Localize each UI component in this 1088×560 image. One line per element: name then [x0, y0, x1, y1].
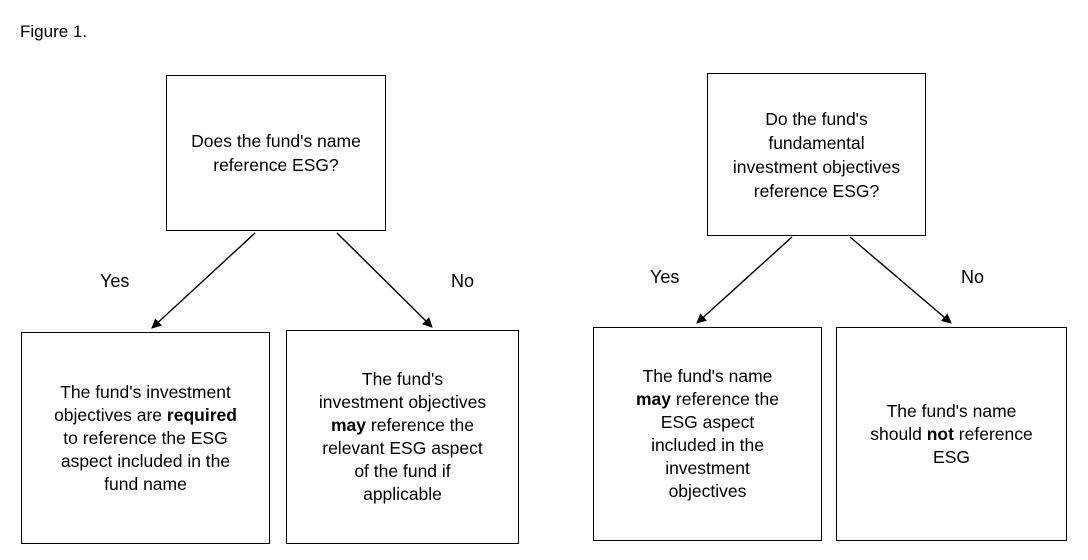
left-no-outcome-box: The fund's investment objectives may ref… [286, 330, 519, 544]
right-yes-outcome-text: The fund's name may reference the ESG as… [620, 365, 796, 503]
outcome-text-part: reference ESG [933, 423, 1033, 467]
left-yes-outcome-box: The fund's investment objectives are req… [21, 332, 270, 544]
left-yes-arrow [151, 232, 256, 329]
right-yes-outcome-box: The fund's name may reference the ESG as… [593, 327, 822, 541]
right-question-box: Do the fund's fundamental investment obj… [707, 73, 926, 236]
figure-label: Figure 1. [20, 22, 88, 41]
left-question-box: Does the fund's name reference ESG? [166, 75, 386, 231]
outcome-text-part: The fund's investment objectives are [54, 381, 231, 425]
outcome-emphasis: required [166, 404, 237, 425]
left-no-outcome-text: The fund's investment objectives may ref… [311, 368, 495, 506]
outcome-text-part: The fund's investment objectives [318, 369, 487, 412]
right-yes-arrow [696, 236, 793, 324]
left-no-arrow [336, 232, 433, 328]
outcome-text-part: to reference the ESG aspect included in … [60, 427, 231, 494]
outcome-emphasis: may [635, 389, 672, 409]
left-yes-label: Yes [100, 271, 130, 291]
right-question-text: Do the fund's fundamental investment obj… [732, 108, 901, 201]
outcome-text-part: reference the relevant ESG aspect of the… [322, 415, 483, 504]
left-question-text: Does the fund's name reference ESG? [191, 131, 361, 175]
left-no-label: No [451, 271, 475, 291]
outcome-emphasis: may [330, 415, 367, 435]
right-yes-label: Yes [650, 267, 680, 287]
outcome-emphasis: not [926, 423, 954, 444]
outcome-text-part: The fund's name [642, 366, 773, 386]
right-no-outcome-text: The fund's name should not reference ESG [860, 400, 1044, 469]
outcome-text-part: reference the ESG aspect included in the… [651, 389, 779, 501]
right-no-label: No [961, 267, 985, 287]
right-no-arrow [849, 236, 952, 324]
outcome-text-part: The fund's name should [870, 400, 1017, 444]
right-no-outcome-box: The fund's name should not reference ESG [836, 327, 1067, 541]
left-yes-outcome-text: The fund's investment objectives are req… [43, 381, 249, 496]
